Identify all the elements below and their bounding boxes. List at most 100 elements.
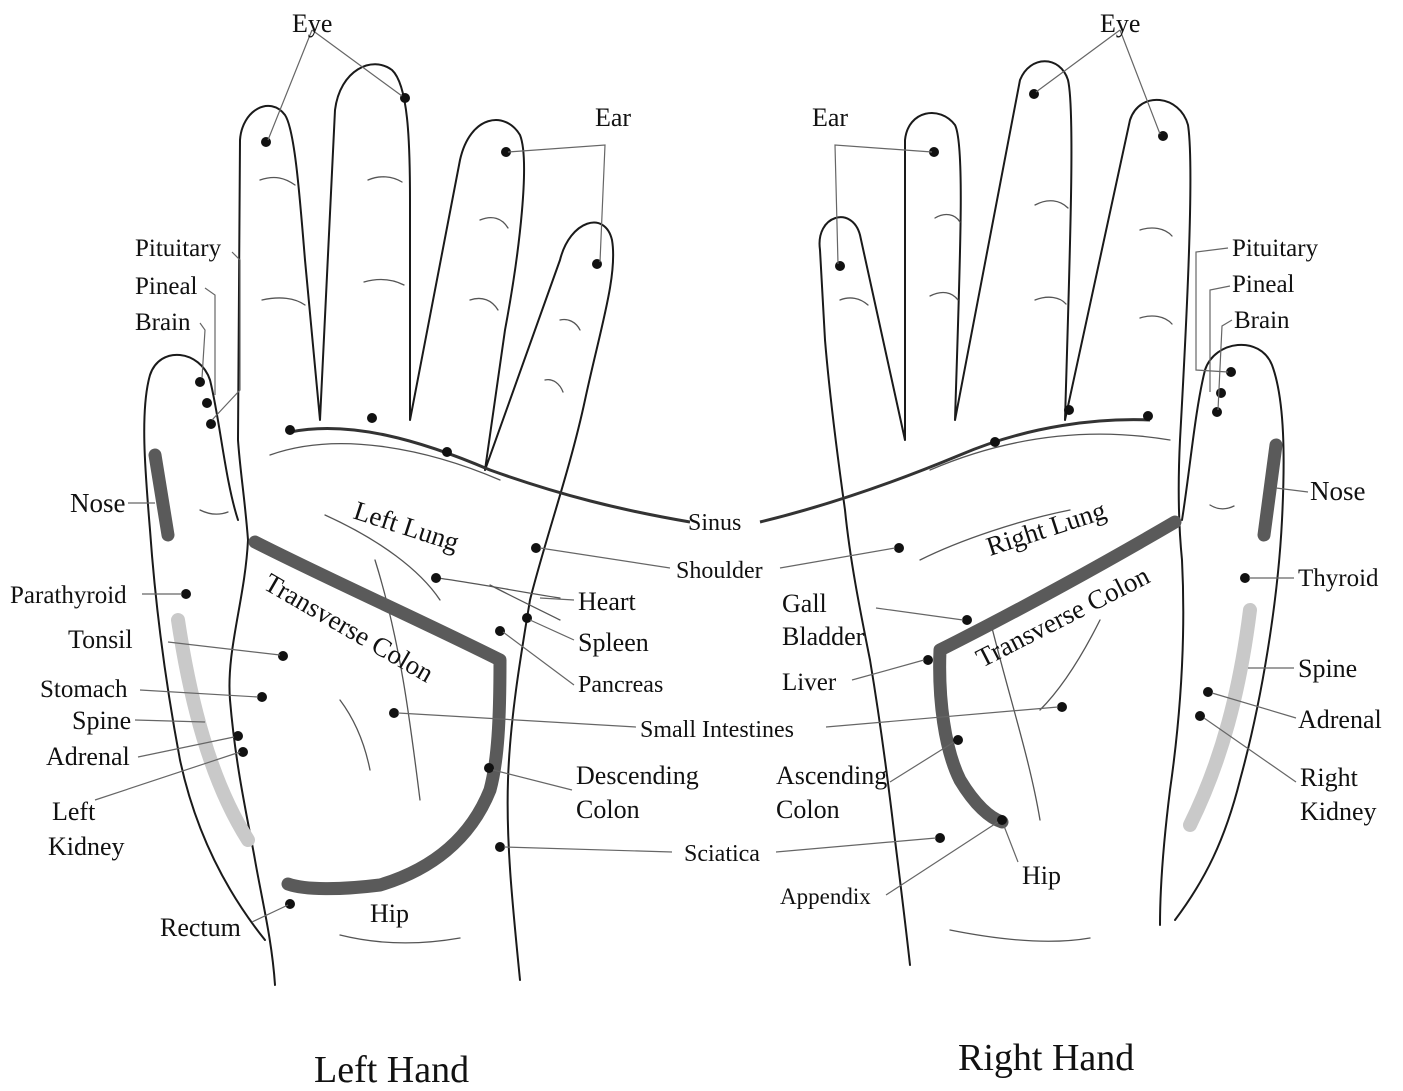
right-sinus-dot-1 xyxy=(990,437,1000,447)
right-sciatica-dot xyxy=(935,833,945,843)
left-hip-label: Hip xyxy=(370,899,409,928)
right-small-intestines-dot xyxy=(1057,702,1067,712)
left-spleen-dot xyxy=(522,613,532,623)
left-crease xyxy=(545,380,563,392)
right-liver-dot xyxy=(923,655,933,665)
right-crease xyxy=(1140,228,1172,236)
right-kidney-label-1: Right xyxy=(1300,763,1359,792)
right-ascending-colon-label-2: Colon xyxy=(776,795,840,824)
left-brain-dot xyxy=(206,419,216,429)
right-sinus-dot-2 xyxy=(1064,405,1074,415)
left-crease xyxy=(340,700,370,770)
left-rectum-leader xyxy=(252,905,288,922)
right-adrenal-label: Adrenal xyxy=(1298,705,1382,734)
right-pituitary-label: Pituitary xyxy=(1232,235,1319,262)
left-crease xyxy=(200,510,228,514)
right-thyroid-label: Thyroid xyxy=(1298,565,1379,592)
left-spine-band xyxy=(178,620,248,840)
right-gall-bladder-label-1: Gall xyxy=(782,589,827,618)
left-ear-label: Ear xyxy=(595,103,631,132)
left-eye-label: Eye xyxy=(292,9,332,38)
left-heart-dot xyxy=(431,573,441,583)
left-crease xyxy=(560,319,580,330)
left-parathyroid-dot xyxy=(181,589,191,599)
left-nose-label: Nose xyxy=(70,488,126,518)
left-thumb-outline xyxy=(144,355,265,940)
right-nose-band xyxy=(1264,445,1276,535)
left-sciatica-dot xyxy=(495,842,505,852)
left-rectum-label: Rectum xyxy=(160,913,241,942)
right-crease xyxy=(930,293,958,300)
right-pituitary-leader xyxy=(1196,248,1228,372)
right-gall-bladder-dot xyxy=(962,615,972,625)
right-hip-leader xyxy=(1004,826,1018,862)
left-spleen-leader xyxy=(530,620,574,640)
left-kidney-label-1: Left xyxy=(52,797,96,826)
left-hand: Eye Ear Pituitary Pineal Brain Nose Para… xyxy=(10,9,699,1091)
left-sinus-dot-3 xyxy=(442,447,452,457)
right-gall-bladder-label-2: Bladder xyxy=(782,622,865,651)
right-gall-bladder-leader xyxy=(876,608,963,620)
left-descending-colon-label-2: Colon xyxy=(576,795,640,824)
left-sinus-line-secondary xyxy=(270,444,500,480)
right-hand-caption: Right Hand xyxy=(958,1037,1134,1079)
right-nose-label: Nose xyxy=(1310,476,1366,506)
left-sinus-dot-2 xyxy=(367,413,377,423)
right-crease xyxy=(1210,505,1234,509)
left-sinus-dot-1 xyxy=(285,425,295,435)
right-nose-leader xyxy=(1276,488,1308,492)
left-crease xyxy=(470,298,498,310)
right-ear-leader xyxy=(835,145,932,264)
right-thyroid-dot xyxy=(1240,573,1250,583)
right-hip-label: Hip xyxy=(1022,861,1061,890)
small-intestines-label: Small Intestines xyxy=(640,717,794,743)
right-kidney-label-2: Kidney xyxy=(1300,797,1377,826)
right-brain-label: Brain xyxy=(1234,307,1290,334)
left-brain-label: Brain xyxy=(135,309,191,336)
left-descending-colon-leader xyxy=(493,770,572,790)
left-adrenal-dot xyxy=(233,731,243,741)
right-ear-dot-2 xyxy=(835,261,845,271)
left-hand-caption: Left Hand xyxy=(314,1049,469,1091)
right-spine-label: Spine xyxy=(1298,654,1357,683)
left-shoulder-dot xyxy=(531,543,541,553)
left-pituitary-label: Pituitary xyxy=(135,235,222,262)
right-ear-label: Ear xyxy=(812,103,848,132)
left-heart-line xyxy=(437,578,560,598)
right-lung-label: Right Lung xyxy=(983,495,1110,562)
right-crease xyxy=(1035,201,1068,208)
right-shoulder-dot xyxy=(894,543,904,553)
left-stomach-label: Stomach xyxy=(40,676,128,703)
left-descending-colon-dot xyxy=(484,763,494,773)
left-pancreas-label: Pancreas xyxy=(578,672,663,698)
left-spleen-label: Spleen xyxy=(578,628,649,657)
right-sciatica-leader xyxy=(776,838,936,852)
left-pineal-label: Pineal xyxy=(135,273,198,300)
right-adrenal-dot xyxy=(1203,687,1213,697)
right-crease xyxy=(1140,316,1172,324)
left-crease xyxy=(340,935,460,943)
left-crease xyxy=(262,298,305,305)
left-adrenal-leader xyxy=(138,737,234,757)
shoulder-label: Shoulder xyxy=(676,558,763,584)
right-appendix-dot xyxy=(997,815,1007,825)
left-eye-dot-2 xyxy=(400,93,410,103)
left-crease xyxy=(364,280,404,285)
right-pineal-label: Pineal xyxy=(1232,271,1295,298)
left-heart-leader xyxy=(540,598,574,600)
left-pineal-dot xyxy=(202,398,212,408)
right-appendix-label: Appendix xyxy=(780,884,871,909)
sinus-label: Sinus xyxy=(688,510,741,536)
left-eye-dot-1 xyxy=(261,137,271,147)
right-liver-label: Liver xyxy=(782,669,837,696)
right-eye-label: Eye xyxy=(1100,9,1140,38)
right-ascending-colon-leader xyxy=(890,742,954,782)
right-appendix-leader xyxy=(886,822,998,895)
left-small-intestines-leader xyxy=(398,713,636,727)
right-eye-leader xyxy=(1036,30,1160,134)
left-adrenal-label: Adrenal xyxy=(46,742,130,771)
right-pineal-dot xyxy=(1216,388,1226,398)
right-crease xyxy=(1035,297,1066,304)
